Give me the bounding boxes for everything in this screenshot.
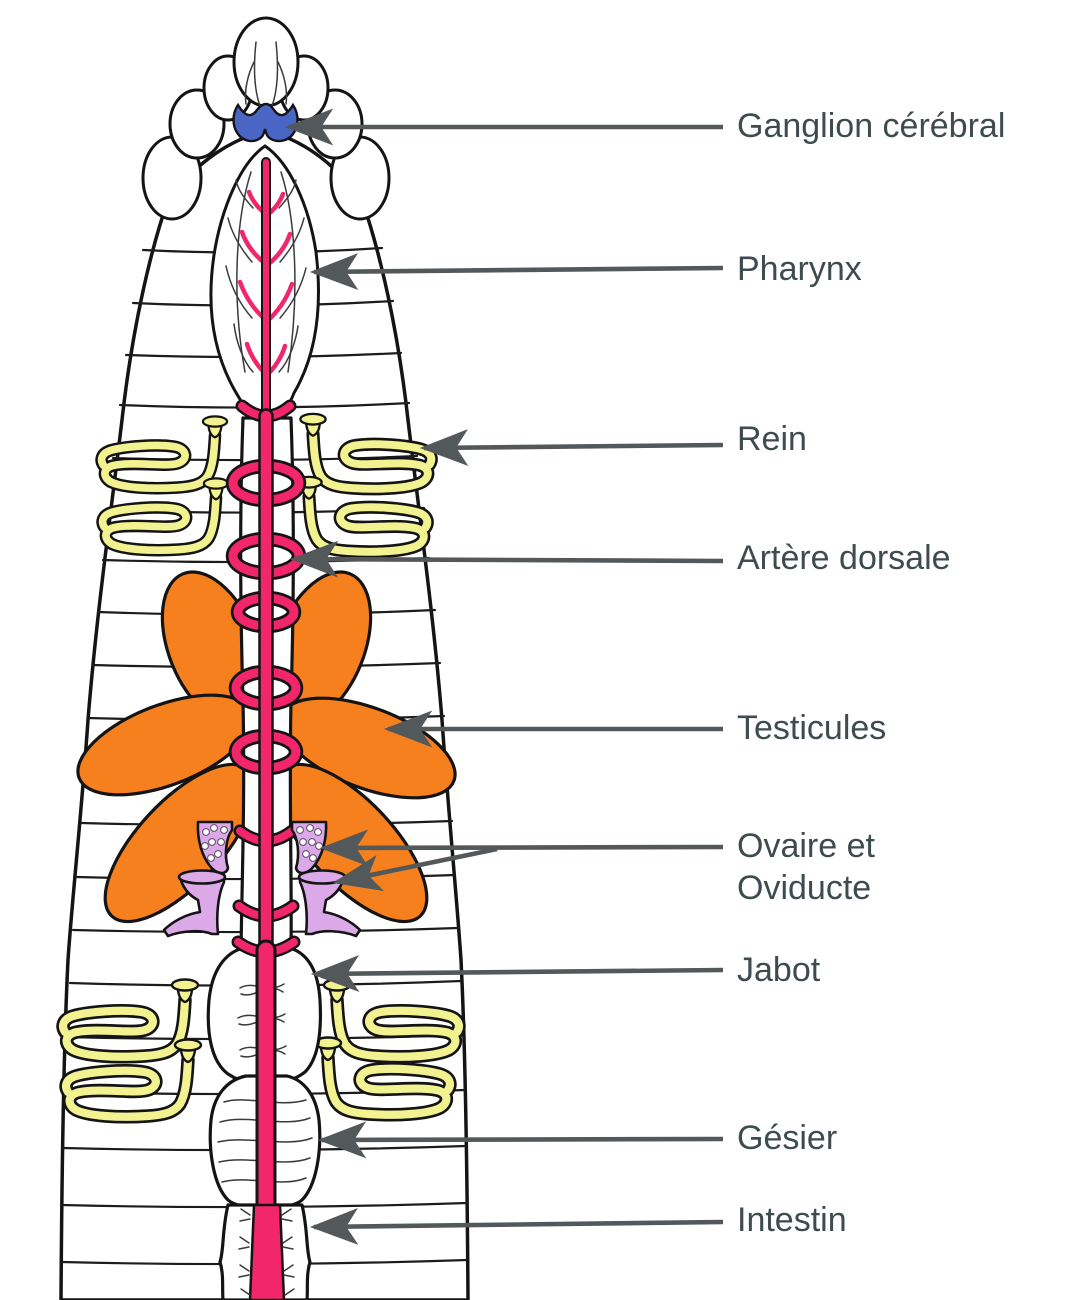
- callout-arrows: [284, 108, 724, 1245]
- head-lobes: [141, 16, 391, 221]
- label-ganglion-cerebral: Ganglion cérébral: [737, 107, 1005, 145]
- label-gesier: Gésier: [737, 1119, 837, 1157]
- oviduct-left: [162, 874, 226, 938]
- label-intestin: Intestin: [737, 1201, 847, 1239]
- prostomium-tip: [232, 16, 300, 108]
- label-artere-dorsale: Artère dorsale: [737, 539, 951, 577]
- arrow-pharynx: [309, 253, 724, 290]
- arrow-oviducte: [332, 846, 498, 892]
- callout-labels: Ganglion cérébral Pharynx Rein Artère do…: [737, 107, 1005, 1239]
- testicle-lobes: [76, 570, 457, 924]
- ovary-left-dots: [201, 824, 228, 862]
- label-oviducte: Oviducte: [737, 869, 871, 907]
- arrow-ovaire: [319, 829, 724, 867]
- pharynx-organ: [209, 144, 320, 421]
- label-jabot: Jabot: [737, 951, 821, 989]
- label-rein: Rein: [737, 420, 807, 458]
- arrow-jabot: [310, 955, 724, 992]
- ovary-right-dots: [296, 824, 323, 862]
- arrow-rein: [419, 429, 724, 466]
- intestine-ticks: [238, 1208, 295, 1296]
- ovaries-oviducts: [162, 820, 362, 938]
- label-pharynx: Pharynx: [737, 250, 862, 288]
- intestinal-vessel: [248, 1203, 286, 1300]
- dorsal-artery: [238, 408, 295, 1300]
- arrow-gesier: [317, 1121, 724, 1159]
- oviduct-right: [298, 874, 362, 938]
- label-testicules: Testicules: [737, 709, 886, 747]
- arrow-intestin: [309, 1208, 724, 1245]
- arrow-artere-dorsale: [289, 540, 724, 578]
- label-ovaire-et: Ovaire et: [737, 827, 875, 865]
